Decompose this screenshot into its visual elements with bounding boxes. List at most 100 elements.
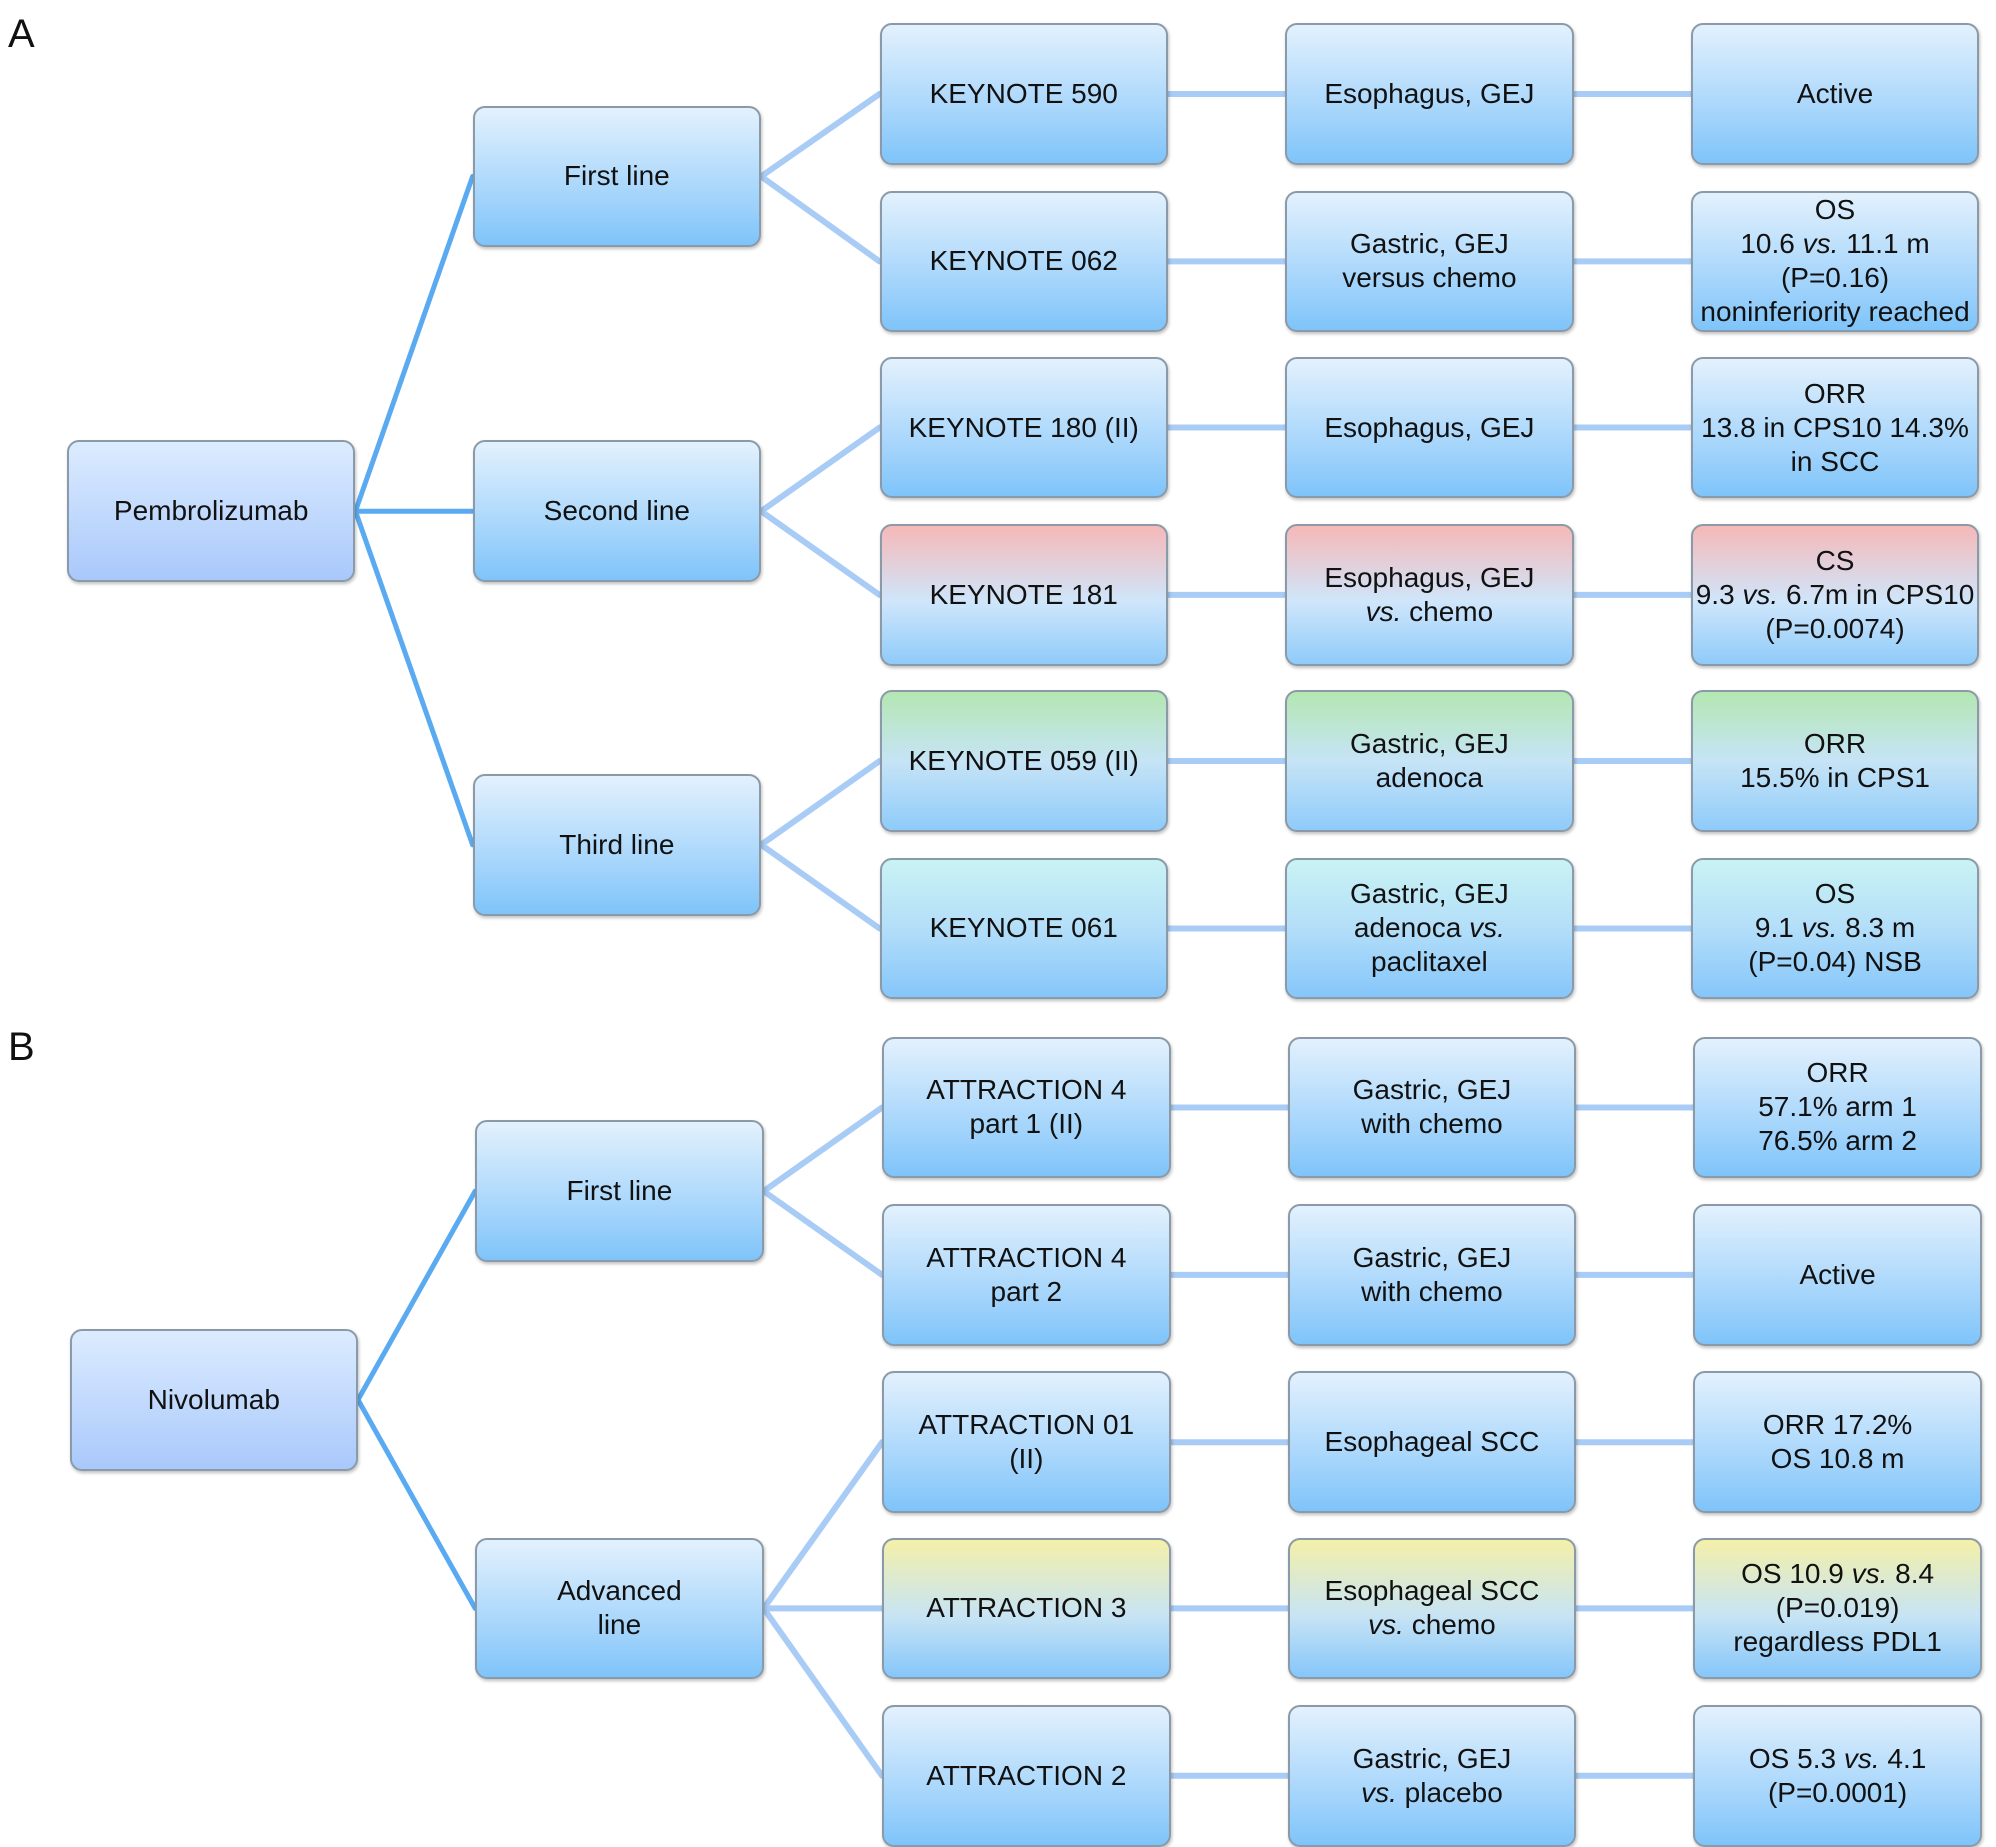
box-text-line: regardless PDL1 — [1733, 1626, 1942, 1658]
branch-connector — [760, 1104, 886, 1195]
box-text-line: noninferiority reached — [1700, 296, 1970, 328]
box-text-line: vs. chemo — [1365, 595, 1494, 627]
box-text-line: versus chemo — [1342, 262, 1517, 294]
box-text-line: line — [597, 1609, 642, 1641]
box-text-line: Gastric, GEJ — [1350, 878, 1509, 910]
box-text-line: KEYNOTE 180 (II) — [908, 411, 1139, 443]
box-text-line: Active — [1796, 77, 1874, 109]
branch-connector — [758, 424, 883, 515]
branch-connector — [758, 508, 883, 598]
box-text-line: 9.1 vs. 8.3 m — [1754, 912, 1916, 944]
box-text-line: vs. chemo — [1368, 1609, 1496, 1641]
box-text-line: ORR 17.2% — [1762, 1409, 1913, 1441]
box-text-line: Gastric, GEJ — [1352, 1074, 1512, 1106]
trial-box: KEYNOTE 180 (II) — [879, 356, 1168, 499]
box-text-line: 13.8 in CPS10 14.3% — [1701, 411, 1969, 443]
trunk-connector — [352, 173, 476, 514]
trunk-connector — [355, 1397, 478, 1611]
root-box-a: Pembrolizumab — [66, 440, 356, 583]
box-text-line: with chemo — [1361, 1108, 1503, 1140]
box-text-line: 10.6 vs. 11.1 m — [1740, 228, 1930, 260]
italic-text: vs. — [1851, 1558, 1888, 1590]
box-text-line: paclitaxel — [1371, 946, 1488, 978]
result-box: ORR 17.2%OS 10.8 m — [1693, 1371, 1982, 1514]
box-text-line: adenoca — [1375, 762, 1484, 794]
box-text-line: First line — [566, 1175, 673, 1207]
trial-box: KEYNOTE 590 — [879, 23, 1168, 165]
italic-text: vs. — [1843, 1742, 1880, 1774]
box-text-line: Esophageal SCC — [1324, 1426, 1540, 1458]
branch-connector — [758, 758, 883, 848]
italic-text: vs. — [1802, 228, 1839, 260]
box-text-line: ATTRACTION 3 — [926, 1592, 1127, 1624]
trial-box: ATTRACTION 3 — [882, 1537, 1171, 1680]
box-text-line: KEYNOTE 062 — [929, 245, 1118, 277]
box-text-line: First line — [563, 160, 670, 192]
branch-connector — [758, 841, 883, 932]
trunk-connector — [352, 508, 476, 848]
site-box: Esophageal SCC — [1287, 1371, 1577, 1514]
box-text-line: Esophagus, GEJ — [1324, 411, 1535, 443]
root-label: Nivolumab — [147, 1383, 280, 1415]
result-box: OS 5.3 vs. 4.1(P=0.0001) — [1693, 1704, 1982, 1847]
box-text-line: (P=0.019) — [1775, 1592, 1900, 1624]
box-text-line: 76.5% arm 2 — [1758, 1125, 1917, 1157]
trial-box: ATTRACTION 2 — [882, 1704, 1171, 1847]
box-text-line: ATTRACTION 01 — [918, 1409, 1135, 1441]
box-text-line: 57.1% arm 1 — [1758, 1091, 1917, 1123]
box-text-line: KEYNOTE 181 — [929, 578, 1118, 610]
trial-box: KEYNOTE 059 (II) — [879, 690, 1168, 832]
box-text-line: Third line — [559, 828, 675, 860]
italic-text: vs. — [1361, 1776, 1397, 1808]
trunk-connector — [355, 1188, 478, 1403]
box-text-line: OS — [1814, 878, 1856, 910]
box-text-line: KEYNOTE 059 (II) — [908, 745, 1139, 777]
box-text-line: Gastric, GEJ — [1352, 1241, 1512, 1273]
branch-connector — [758, 91, 883, 180]
italic-text: vs. — [1801, 912, 1838, 944]
result-box: OS 10.9 vs. 8.4(P=0.019)regardless PDL1 — [1693, 1537, 1982, 1680]
box-text-line: 9.3 vs. 6.7m in CPS10 — [1695, 578, 1975, 610]
box-text-line: OS 10.9 vs. 8.4 — [1741, 1558, 1935, 1590]
site-box: Esophagus, GEJ — [1285, 23, 1574, 165]
panel-label-a: A — [8, 12, 35, 56]
box-text-line: Esophagus, GEJ — [1324, 77, 1535, 109]
branch-connector — [760, 1188, 886, 1278]
branch-connector — [760, 1439, 886, 1612]
box-text-line: KEYNOTE 061 — [929, 912, 1118, 944]
box-text-line: part 1 (II) — [969, 1108, 1084, 1140]
box-text-line: (P=0.16) — [1780, 262, 1890, 294]
box-text-line: ATTRACTION 4 — [926, 1241, 1127, 1273]
branch-connector — [758, 173, 883, 265]
box-text-line: part 2 — [990, 1275, 1063, 1307]
box-text-line: KEYNOTE 590 — [929, 77, 1118, 109]
italic-text: vs. — [1368, 1609, 1404, 1641]
box-text-line: Esophagus, GEJ — [1324, 561, 1535, 593]
box-text-line: OS 10.8 m — [1770, 1443, 1905, 1475]
italic-text: vs. — [1365, 595, 1402, 627]
box-text-line: Advanced — [557, 1575, 682, 1607]
box-text-line: adenoca vs. — [1353, 912, 1505, 944]
box-text-line: Gastric, GEJ — [1350, 728, 1509, 760]
trial-box: KEYNOTE 061 — [879, 857, 1168, 1000]
trial-box: ATTRACTION 01(II) — [882, 1371, 1171, 1514]
box-text-line: Gastric, GEJ — [1350, 228, 1509, 260]
trial-box: KEYNOTE 062 — [879, 190, 1168, 333]
box-text-line: ORR — [1803, 728, 1867, 760]
site-box: Esophagus, GEJ — [1285, 356, 1574, 499]
italic-text: vs. — [1742, 578, 1779, 610]
box-text-line: OS 5.3 vs. 4.1 — [1748, 1742, 1927, 1774]
